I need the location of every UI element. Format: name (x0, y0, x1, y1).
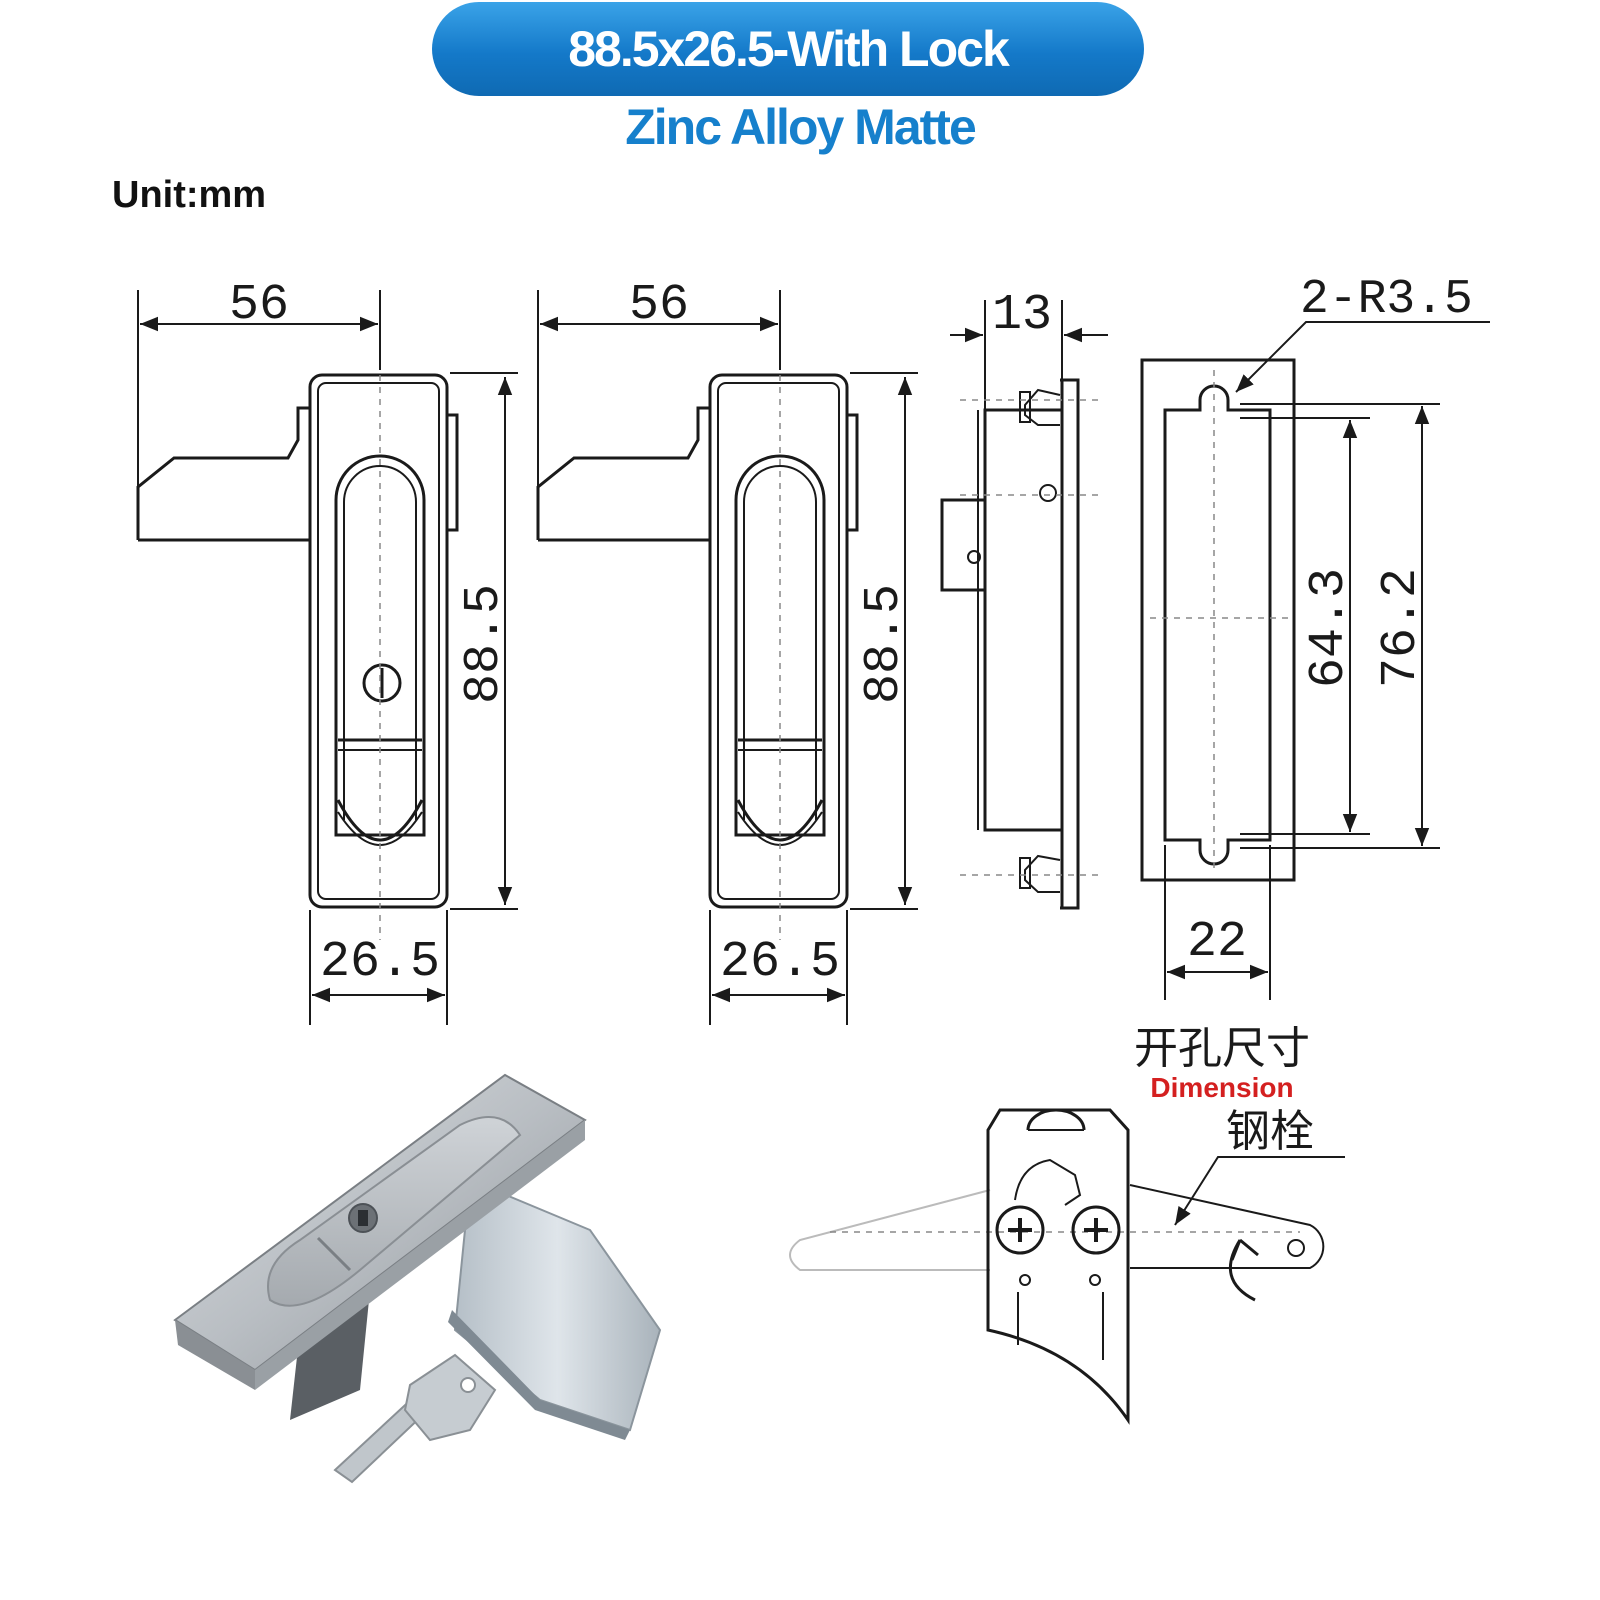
radius-note-label: 2-R3.5 (1300, 273, 1473, 327)
cutout-en-label: Dimension (1150, 1072, 1293, 1103)
view1-face-width-label: 26.5 (320, 934, 440, 991)
steel-bolt-cn-label: 钢栓 (1226, 1108, 1314, 1160)
steel-bolt-diagram (789, 1108, 1345, 1425)
cutout-view (1140, 321, 1490, 1000)
cutout-cn-label: 开孔尺寸 (1134, 1025, 1310, 1077)
cutout-width-label: 22 (1187, 914, 1247, 971)
title-text: 88.5x26.5-With Lock (568, 21, 1010, 77)
view2-height-label: 88.5 (856, 584, 913, 704)
view2-face-width-label: 26.5 (720, 934, 840, 991)
screw-icon (995, 1205, 1045, 1255)
screw-icon (1071, 1205, 1121, 1255)
subtitle-text: Zinc Alloy Matte (625, 99, 977, 155)
front-view-without-lock (536, 290, 918, 1025)
title-banner: 88.5x26.5-With Lock (432, 2, 1144, 96)
side-depth-label: 13 (992, 287, 1052, 344)
view1-height-label: 88.5 (456, 584, 513, 704)
lock-cylinder-icon (362, 663, 402, 703)
outer-height-label: 76.2 (1373, 568, 1430, 688)
front-view-with-lock (136, 290, 518, 1025)
product-photo (173, 1073, 662, 1484)
view2-width-label: 56 (629, 277, 689, 334)
inner-height-label: 64.3 (1301, 568, 1358, 688)
side-view (940, 300, 1108, 910)
view1-width-label: 56 (229, 277, 289, 334)
unit-label: Unit:mm (112, 174, 267, 216)
